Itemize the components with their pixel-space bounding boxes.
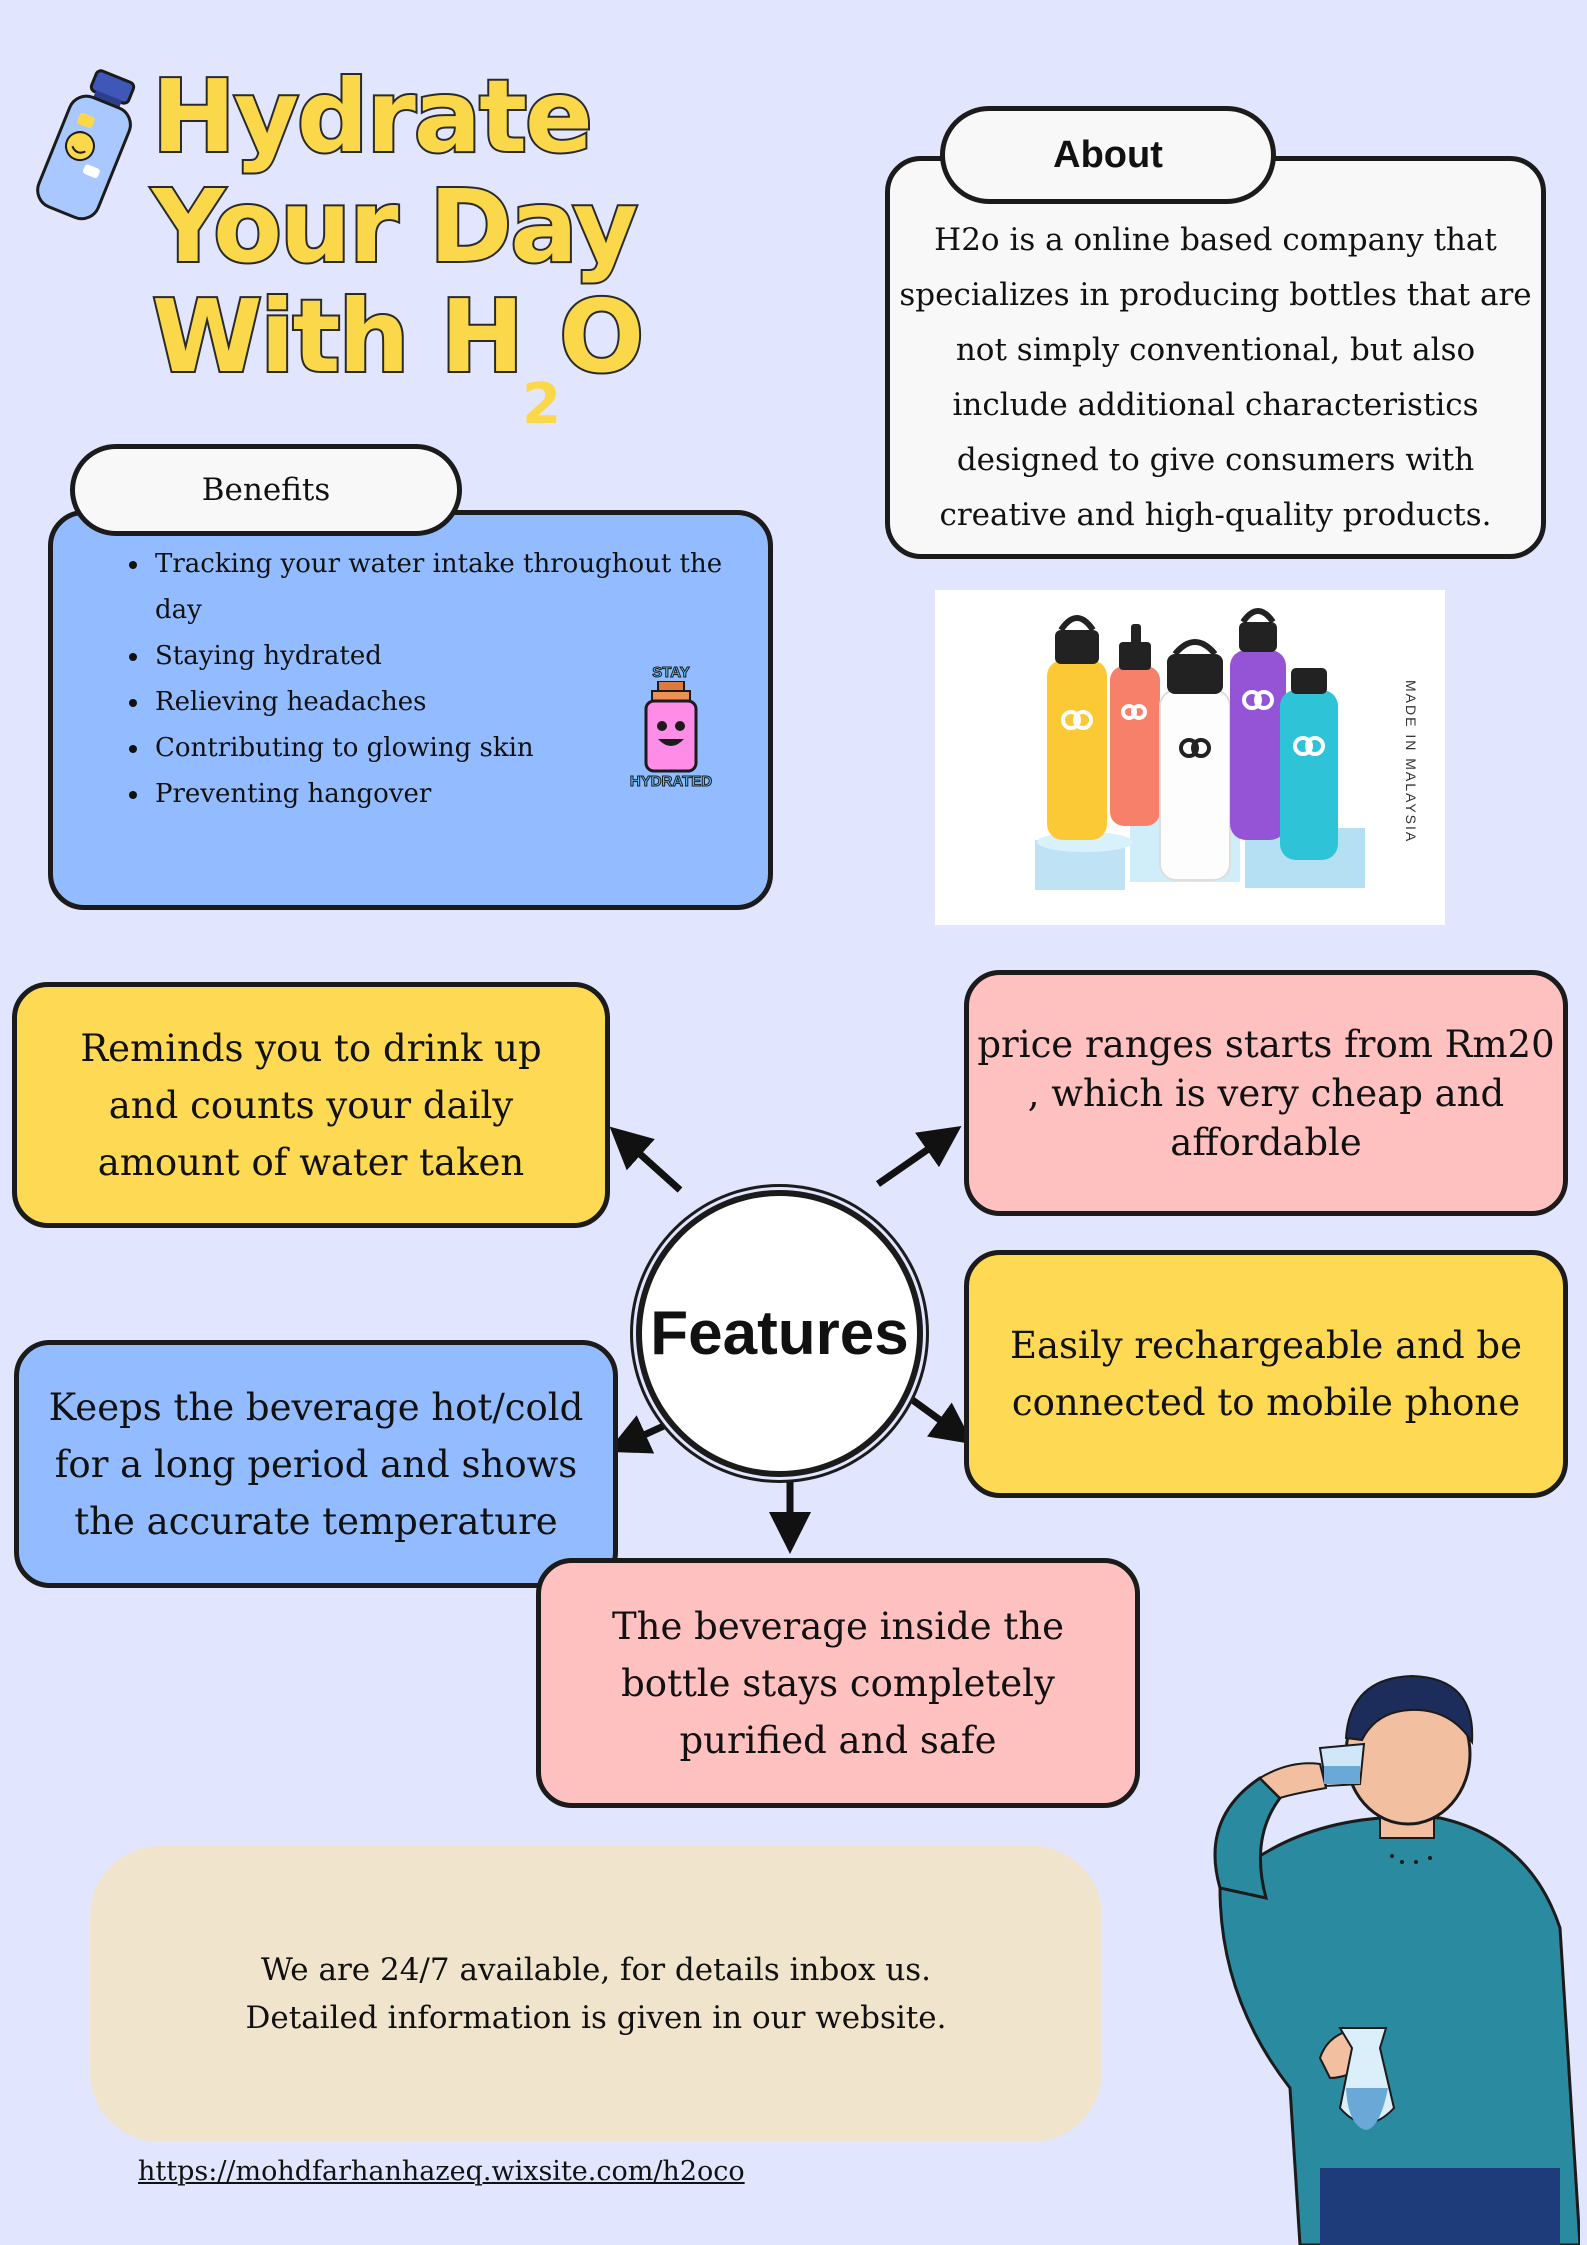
title-line-2: Your Day [150,168,640,285]
man-drinking-illustration [1213,1674,1580,2245]
features-center-circle: Features [636,1190,923,1477]
feature-price-text: price ranges starts from Rm20 , which is… [977,1022,1555,1164]
sticker-text-top: STAY [652,664,691,682]
features-center-label: Features [650,1299,909,1368]
benefit-item: Preventing hangover [151,771,738,817]
title-line-3-main: With H [150,278,526,395]
feature-purified-text: The beverage inside the bottle stays com… [611,1604,1065,1762]
feature-rechargeable-text: Easily rechargeable and be connected to … [1009,1324,1522,1424]
bottles-image [1035,608,1365,890]
feature-price: price ranges starts from Rm20 , which is… [964,970,1568,1216]
benefit-item: Staying hydrated [151,633,738,679]
sticker-text-bottom: HYDRATED [629,773,713,791]
feature-reminds: Reminds you to drink up and counts your … [12,982,610,1228]
title-line-3: With H2O [150,280,646,438]
about-label-pill: About [940,106,1276,204]
benefit-item: Relieving headaches [151,679,738,725]
feature-temperature-text: Keeps the beverage hot/cold for a long p… [48,1385,584,1543]
feature-purified: The beverage inside the bottle stays com… [536,1558,1140,1808]
arrow-to-price [876,1126,962,1187]
about-label: About [1053,133,1163,176]
about-text: H2o is a online based company that speci… [899,221,1532,533]
benefits-label: Benefits [201,472,331,508]
about-panel: H2o is a online based company that speci… [885,156,1546,559]
title-subscript: 2 [522,372,561,437]
contact-line-1: We are 24/7 available, for details inbox… [260,1952,932,1988]
benefit-item: Contributing to glowing skin [151,725,738,771]
stay-hydrated-sticker: STAY HYDRATED [612,664,730,804]
contact-line-2: Detailed information is given in our web… [245,2000,947,2036]
made-in-malaysia-text: MADE IN MALAYSIA [1403,680,1419,844]
contact-panel: We are 24/7 available, for details inbox… [90,1846,1102,2142]
arrow-to-reminds [609,1126,683,1193]
feature-reminds-text: Reminds you to drink up and counts your … [80,1026,542,1184]
page-title: Hydrate Your Day With H2O [150,58,646,438]
product-photo: MADE IN MALAYSIA [935,590,1445,925]
website-link[interactable]: https://mohdfarhanhazeq.wixsite.com/h2oc… [138,2156,745,2187]
smiling-bottle-icon [644,680,698,773]
benefits-label-pill: Benefits [70,444,462,536]
feature-rechargeable: Easily rechargeable and be connected to … [964,1250,1568,1498]
benefits-list: Tracking your water intake throughout th… [113,541,738,817]
water-bottle-icon [36,69,136,221]
title-line-1: Hydrate [150,58,595,175]
benefit-item: Tracking your water intake throughout th… [151,541,738,633]
feature-temperature: Keeps the beverage hot/cold for a long p… [14,1340,618,1588]
title-line-3-end: O [557,278,646,395]
